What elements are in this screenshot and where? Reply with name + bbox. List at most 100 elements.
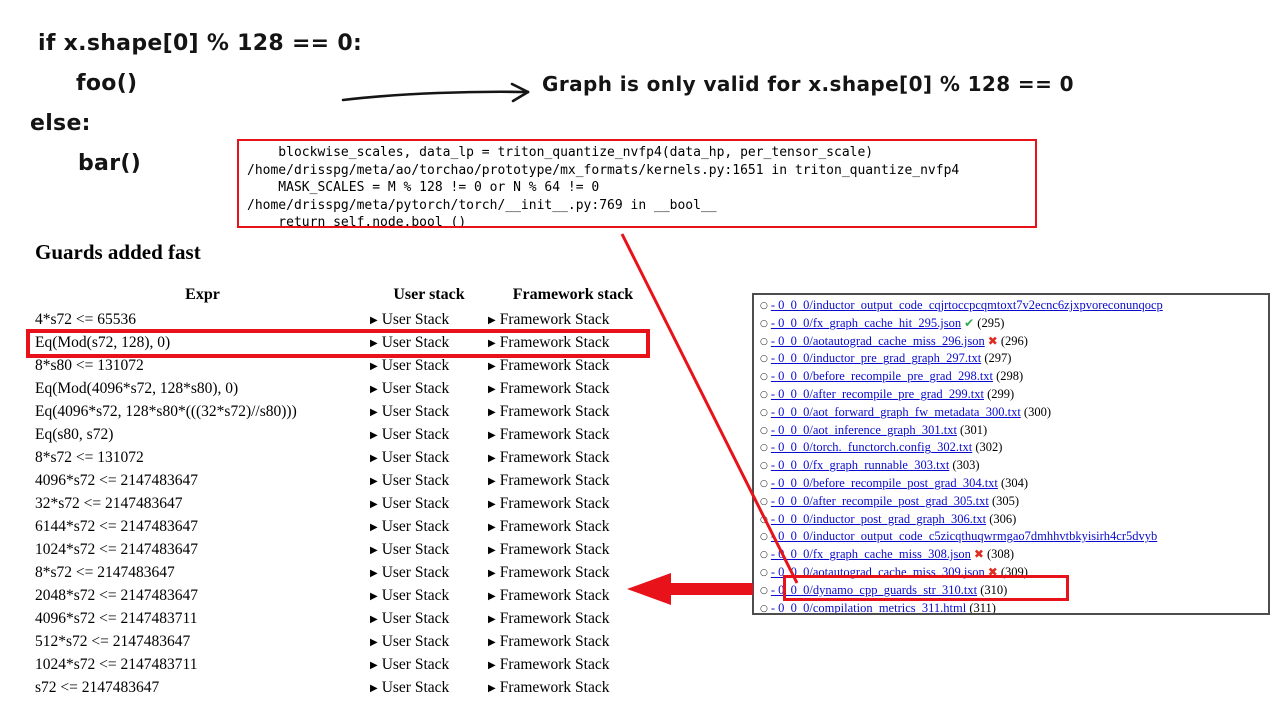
circle-bullet-icon: ○ bbox=[760, 461, 768, 472]
artifact-link[interactable]: - 0_0_0/dynamo_cpp_guards_str_310.txt bbox=[770, 582, 978, 597]
guards-heading: Guards added fast bbox=[35, 240, 201, 264]
expand-triangle-icon: ▶ bbox=[370, 314, 378, 326]
framework-stack-toggle[interactable]: ▶Framework Stack bbox=[488, 679, 658, 697]
stack-label: User Stack bbox=[381, 310, 450, 328]
stack-label: User Stack bbox=[381, 402, 450, 420]
user-stack-toggle[interactable]: ▶User Stack bbox=[370, 403, 488, 421]
guard-expr: 6144*s72 <= 2147483647 bbox=[35, 517, 199, 535]
framework-stack-toggle[interactable]: ▶Framework Stack bbox=[488, 541, 658, 559]
user-stack-toggle[interactable]: ▶User Stack bbox=[370, 564, 488, 582]
table-row: 8*s72 <= 131072▶User Stack▶Framework Sta… bbox=[35, 446, 695, 469]
expand-triangle-icon: ▶ bbox=[488, 406, 496, 418]
table-row: 6144*s72 <= 2147483647 ▶User Stack▶Framew… bbox=[35, 515, 695, 538]
stack-label: User Stack bbox=[381, 655, 450, 673]
expand-triangle-icon: ▶ bbox=[488, 429, 496, 441]
list-item: ○- 0_0_0/after_recompile_post_grad_305.t… bbox=[760, 493, 1268, 511]
list-item: ○- 0_0_0/aotautograd_cache_miss_296.json… bbox=[760, 333, 1268, 351]
artifact-link[interactable]: - 0_0_0/torch._functorch.config_302.txt bbox=[770, 440, 973, 455]
artifact-link[interactable]: - 0_0_0/aot_inference_graph_301.txt bbox=[770, 422, 957, 437]
artifact-link[interactable]: - 0_0_0/fx_graph_runnable_303.txt bbox=[770, 458, 950, 473]
user-stack-toggle[interactable]: ▶User Stack bbox=[370, 679, 488, 697]
trace-line: blockwise_scales, data_lp = triton_quant… bbox=[247, 145, 874, 160]
user-stack-toggle[interactable]: ▶User Stack bbox=[370, 357, 488, 375]
framework-stack-toggle[interactable]: ▶Framework Stack bbox=[488, 518, 658, 536]
framework-stack-toggle[interactable]: ▶Framework Stack bbox=[488, 495, 658, 513]
tlparse-list: ○ - 0_0_0/inductor_output_code_cqjrtoccpc… bbox=[760, 297, 1268, 615]
user-stack-toggle[interactable]: ▶User Stack bbox=[370, 380, 488, 398]
check-icon: ✔ bbox=[964, 315, 975, 330]
artifact-link[interactable]: - 0_0_0/fx_graph_cache_miss_308.json bbox=[770, 547, 971, 562]
artifact-link[interactable]: - 0_0_0/inductor_pre_grad_graph_297.txt bbox=[770, 351, 982, 366]
user-stack-toggle[interactable]: ▶User Stack bbox=[370, 587, 488, 605]
expand-triangle-icon: ▶ bbox=[488, 636, 496, 648]
user-stack-toggle[interactable]: ▶User Stack bbox=[370, 472, 488, 490]
expand-triangle-icon: ▶ bbox=[370, 337, 378, 349]
artifact-number: (306) bbox=[986, 511, 1017, 526]
user-stack-toggle[interactable]: ▶User Stack bbox=[370, 610, 488, 628]
guard-expr: 4096*s72 <= 2147483711 bbox=[35, 609, 198, 627]
artifact-link[interactable]: - 0_0_0/aot_forward_graph_fw_metadata_30… bbox=[770, 404, 1021, 419]
expand-triangle-icon: ▶ bbox=[370, 360, 378, 372]
framework-stack-toggle[interactable]: ▶Framework Stack bbox=[488, 587, 658, 605]
user-stack-toggle[interactable]: ▶User Stack bbox=[370, 426, 488, 444]
user-stack-toggle[interactable]: ▶User Stack bbox=[370, 633, 488, 651]
expand-triangle-icon: ▶ bbox=[488, 682, 496, 694]
code-line: if x.shape[0] % 128 == 0: bbox=[38, 31, 363, 56]
framework-stack-toggle[interactable]: ▶Framework Stack bbox=[488, 334, 658, 352]
framework-stack-toggle[interactable]: ▶Framework Stack bbox=[488, 403, 658, 421]
user-stack-toggle[interactable]: ▶User Stack bbox=[370, 449, 488, 467]
circle-bullet-icon: ○ bbox=[760, 550, 768, 561]
framework-stack-toggle[interactable]: ▶Framework Stack bbox=[488, 656, 658, 674]
stack-label: Framework Stack bbox=[499, 310, 610, 328]
artifact-link[interactable]: - 0_0_0/before_recompile_pre_grad_298.tx… bbox=[770, 369, 994, 384]
framework-stack-toggle[interactable]: ▶Framework Stack bbox=[488, 564, 658, 582]
framework-stack-toggle[interactable]: ▶Framework Stack bbox=[488, 472, 658, 490]
artifact-link[interactable]: - 0_0_0/compilation_metrics_311.html bbox=[770, 600, 967, 615]
artifact-link[interactable]: - 0_0_0/aotautograd_cache_miss_309.json bbox=[770, 564, 985, 579]
table-row: 1024*s72 <= 2147483711▶User Stack▶Framew… bbox=[35, 653, 695, 676]
artifact-number: (309) bbox=[997, 564, 1028, 579]
artifact-link[interactable]: - 0_0_0/fx_graph_cache_hit_295.json bbox=[770, 315, 962, 330]
user-stack-toggle[interactable]: ▶User Stack bbox=[370, 495, 488, 513]
list-item: ○- 0_0_0/torch._functorch.config_302.txt… bbox=[760, 439, 1268, 457]
stack-label: Framework Stack bbox=[499, 402, 610, 420]
expand-triangle-icon: ▶ bbox=[370, 613, 378, 625]
artifact-link[interactable]: - 0_0_0/aotautograd_cache_miss_296.json bbox=[770, 333, 985, 348]
stack-label: User Stack bbox=[381, 425, 450, 443]
user-stack-toggle[interactable]: ▶User Stack bbox=[370, 541, 488, 559]
circle-bullet-icon: ○ bbox=[760, 585, 768, 596]
tlparse-panel: ○ - 0_0_0/inductor_output_code_cqjrtoccpc… bbox=[752, 293, 1270, 615]
user-stack-toggle[interactable]: ▶User Stack bbox=[370, 518, 488, 536]
table-row: 8*s72 <= 2147483647 ▶User Stack▶Framework… bbox=[35, 561, 695, 584]
artifact-link[interactable]: - 0_0_0/after_recompile_pre_grad_299.txt bbox=[770, 386, 984, 401]
expand-triangle-icon: ▶ bbox=[488, 337, 496, 349]
user-stack-toggle[interactable]: ▶User Stack bbox=[370, 656, 488, 674]
expand-triangle-icon: ▶ bbox=[370, 521, 378, 533]
artifact-number: (298) bbox=[993, 369, 1024, 384]
framework-stack-toggle[interactable]: ▶Framework Stack bbox=[488, 449, 658, 467]
circle-bullet-icon: ○ bbox=[760, 478, 768, 489]
guard-expr: 4096*s72 <= 2147483647 bbox=[35, 471, 199, 489]
artifact-link[interactable]: - 0_0_0/inductor_post_grad_graph_306.txt bbox=[770, 511, 987, 526]
artifact-link[interactable]: - 0_0_0/inductor_output_code_cqjrtoccpcq… bbox=[770, 298, 1163, 312]
expand-triangle-icon: ▶ bbox=[488, 544, 496, 556]
user-stack-toggle[interactable]: ▶User Stack bbox=[370, 311, 488, 329]
framework-stack-toggle[interactable]: ▶Framework Stack bbox=[488, 311, 658, 329]
framework-stack-toggle[interactable]: ▶Framework Stack bbox=[488, 357, 658, 375]
stack-label: User Stack bbox=[381, 494, 450, 512]
framework-stack-toggle[interactable]: ▶Framework Stack bbox=[488, 610, 658, 628]
framework-stack-toggle[interactable]: ▶Framework Stack bbox=[488, 380, 658, 398]
expand-triangle-icon: ▶ bbox=[370, 567, 378, 579]
artifact-link[interactable]: - 0_0_0/inductor_output_code_c5zicqthuqw… bbox=[770, 529, 1158, 544]
framework-stack-toggle[interactable]: ▶Framework Stack bbox=[488, 633, 658, 651]
guard-expr: Eq(s80, s72) bbox=[35, 425, 114, 443]
user-stack-toggle[interactable]: ▶User Stack bbox=[370, 334, 488, 352]
artifact-link[interactable]: - 0_0_0/before_recompile_post_grad_304.t… bbox=[770, 475, 998, 490]
stack-label: Framework Stack bbox=[499, 609, 610, 627]
table-row: Eq(4096*s72, 128*s80*(((32*s72)//s80)))▶… bbox=[35, 400, 695, 423]
list-item: ○- 0_0_0/inductor_output_code_cqjrtoccpc… bbox=[760, 297, 1268, 315]
framework-stack-toggle[interactable]: ▶Framework Stack bbox=[488, 426, 658, 444]
artifact-link[interactable]: - 0_0_0/after_recompile_post_grad_305.tx… bbox=[770, 493, 989, 508]
expand-triangle-icon: ▶ bbox=[370, 383, 378, 395]
guard-expr: 8*s72 <= 2147483647 bbox=[35, 563, 175, 581]
